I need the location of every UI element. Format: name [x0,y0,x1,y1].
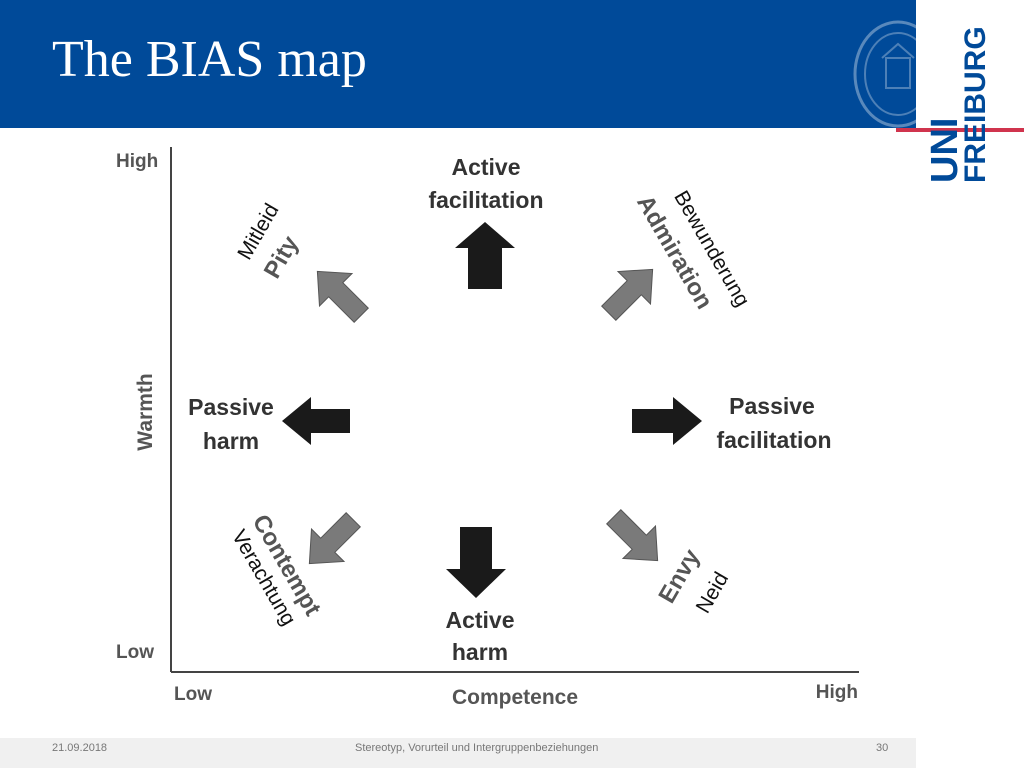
x-axis-low-label: Low [174,684,212,705]
passive-harm-line2: harm [203,428,259,454]
passive-facilitation-line1: Passive [729,393,815,419]
footer-title: Stereotyp, Vorurteil und Intergruppenbez… [355,742,599,754]
footer-date: 21.09.2018 [52,742,108,754]
active-facilitation-line2: facilitation [428,187,543,213]
footer-bar [0,738,916,768]
slide-footer: 21.09.2018 Stereotyp, Vorurteil und Inte… [0,738,916,768]
university-seal-icon [853,20,943,128]
active-facilitation-line1: Active [451,154,520,180]
slide-title: The BIAS map [52,31,367,88]
active-harm-line2: harm [452,639,508,665]
title-bar [0,0,916,128]
logo-freiburg: FREIBURG [959,26,993,183]
passive-facilitation-line2: facilitation [716,427,831,453]
bias-map-diagram: High Low Warmth Low Competence High Acti… [94,135,890,735]
footer-page-number: 30 [876,742,889,754]
y-axis-low-label: Low [116,642,154,663]
y-axis-label: Warmth [134,373,157,450]
arrow-up-left-icon [316,270,369,323]
arrow-up-right-icon [601,268,654,321]
arrow-down-right-icon [606,509,659,562]
passive-harm-line1: Passive [188,394,274,420]
y-axis-high-label: High [116,151,158,172]
logo-uni: UNI [924,117,966,183]
x-axis-high-label: High [816,682,858,703]
arrow-up-icon [455,222,515,289]
arrow-right-icon [632,397,702,445]
arrow-down-left-icon [308,512,361,565]
logo-wordmark: UNI FREIBURG [924,26,993,183]
arrow-down-icon [446,527,506,598]
x-axis-label: Competence [452,686,578,709]
arrow-left-icon [282,397,350,445]
logo-red-rule [896,128,1024,132]
active-harm-line1: Active [445,607,514,633]
